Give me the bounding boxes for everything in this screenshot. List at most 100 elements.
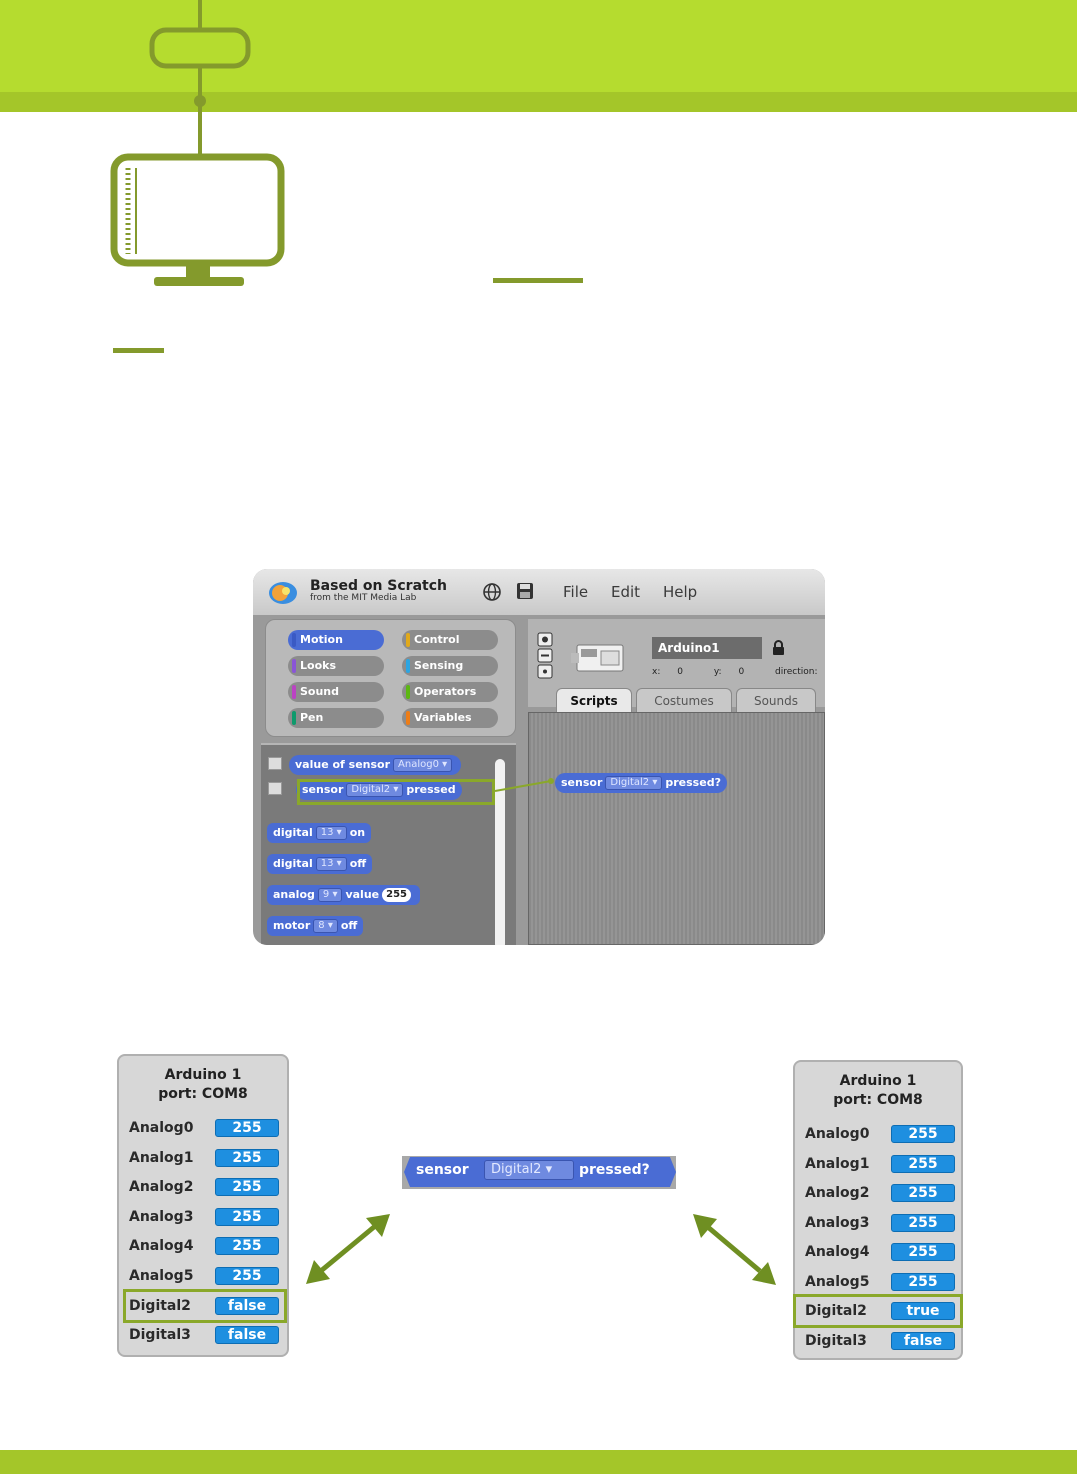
sensor-value: 255 — [215, 1267, 279, 1285]
block-text: value — [345, 888, 380, 901]
footer-band — [0, 1450, 1077, 1474]
rotation-style-icons[interactable] — [537, 632, 553, 680]
connector-line — [494, 778, 554, 792]
category-operators[interactable]: Operators — [402, 682, 498, 702]
category-looks[interactable]: Looks — [288, 656, 384, 676]
tab-costumes[interactable]: Costumes — [636, 688, 732, 712]
block-text: analog — [273, 888, 315, 901]
port-label: port: COM8 — [158, 1086, 248, 1102]
menu-edit[interactable]: Edit — [611, 583, 641, 601]
sensor-label: Analog4 — [805, 1244, 870, 1260]
sensor-label: Analog3 — [129, 1209, 194, 1225]
sensor-label: Analog5 — [129, 1268, 194, 1284]
sensor-dropdown[interactable]: Digital2 ▾ — [484, 1160, 574, 1180]
x-label: x: — [652, 667, 661, 677]
arrow-right — [693, 1214, 776, 1285]
reporter-checkbox[interactable] — [268, 757, 282, 770]
sensor-value: false — [215, 1297, 279, 1315]
category-sound[interactable]: Sound — [288, 682, 384, 702]
sensor-label: Analog5 — [805, 1274, 870, 1290]
sensor-value: 255 — [891, 1214, 955, 1232]
save-icon[interactable] — [516, 582, 534, 600]
lock-icon[interactable] — [772, 640, 785, 656]
y-label: y: — [713, 667, 722, 677]
title-bar: Based on Scratch from the MIT Media Lab … — [253, 569, 825, 615]
sensor-value: 255 — [215, 1178, 279, 1196]
monitor-title: Arduino 1 port: COM8 — [119, 1066, 287, 1104]
category-sensing[interactable]: Sensing — [402, 656, 498, 676]
direction-label: direction: — [775, 667, 818, 677]
block-text: sensor — [416, 1162, 469, 1178]
sprite-name-field[interactable]: Arduino1 — [652, 637, 762, 659]
board-name: Arduino 1 — [164, 1067, 242, 1083]
x-readout: x: 0 — [652, 667, 697, 677]
x-value: 0 — [677, 667, 683, 677]
sensor-label: Analog0 — [805, 1126, 870, 1142]
block-text: motor — [273, 919, 311, 932]
category-motion[interactable]: Motion — [288, 630, 384, 650]
scratch-logo-icon — [269, 582, 297, 604]
sensor-value: false — [891, 1332, 955, 1350]
y-readout: y: 0 — [714, 667, 758, 677]
sensor-dropdown[interactable]: Digital2 ▾ — [346, 783, 404, 797]
monitor-icon — [110, 153, 285, 286]
board-name: Arduino 1 — [839, 1073, 917, 1089]
block-text: pressed — [406, 783, 456, 796]
script-area[interactable] — [528, 712, 825, 945]
value-input[interactable]: 255 — [382, 888, 411, 902]
pin-dropdown[interactable]: 9 ▾ — [317, 888, 343, 902]
brand-title: Based on Scratch — [310, 578, 447, 594]
category-pen[interactable]: Pen — [288, 708, 384, 728]
dropdown-value: 8 — [318, 920, 325, 931]
sensor-label: Analog1 — [129, 1150, 194, 1166]
category-control[interactable]: Control — [402, 630, 498, 650]
y-value: 0 — [738, 667, 745, 677]
tab-sounds[interactable]: Sounds — [736, 688, 816, 712]
header-band-stripe — [0, 92, 1077, 112]
category-variables[interactable]: Variables — [402, 708, 498, 728]
motor-dropdown[interactable]: 8 ▾ — [313, 919, 338, 933]
category-label: Pen — [300, 711, 324, 724]
sensor-dropdown[interactable]: Digital2 ▾ — [605, 776, 663, 790]
timeline-connector — [149, 0, 251, 155]
block-text: sensor — [561, 776, 603, 789]
sensor-label: Analog1 — [805, 1156, 870, 1172]
pin-dropdown[interactable]: 13 ▾ — [315, 857, 347, 871]
block-text: off — [340, 919, 358, 932]
sensor-value: 255 — [891, 1184, 955, 1202]
menu-file[interactable]: File — [563, 583, 589, 601]
tab-scripts[interactable]: Scripts — [556, 688, 632, 712]
sensor-value: 255 — [891, 1125, 955, 1143]
category-label: Motion — [300, 633, 343, 646]
brand: Based on Scratch from the MIT Media Lab — [310, 579, 447, 604]
dropdown-value: Digital2 — [610, 777, 650, 788]
block-text: pressed? — [665, 776, 721, 789]
sensor-value: 255 — [891, 1273, 955, 1291]
sensor-label: Analog0 — [129, 1120, 194, 1136]
dropdown-value: 13 — [320, 858, 334, 869]
globe-icon[interactable] — [482, 582, 502, 602]
sensor-dropdown[interactable]: Analog0 ▾ — [393, 758, 453, 772]
sensor-label: Digital2 — [129, 1298, 191, 1314]
palette-scrollbar[interactable] — [495, 759, 505, 945]
highlight-frame — [297, 779, 495, 805]
menu-help[interactable]: Help — [663, 583, 698, 601]
pin-dropdown[interactable]: 13 ▾ — [315, 826, 347, 840]
reporter-checkbox[interactable] — [268, 782, 282, 795]
sensor-label: Analog4 — [129, 1238, 194, 1254]
block-text: digital — [273, 826, 313, 839]
category-label: Control — [414, 633, 460, 646]
sensor-value: 255 — [215, 1208, 279, 1226]
sensor-value: 255 — [215, 1237, 279, 1255]
sensor-value: 255 — [891, 1243, 955, 1261]
center-sensor-pressed-block[interactable]: sensor Digital2 ▾ pressed? — [410, 1157, 663, 1185]
